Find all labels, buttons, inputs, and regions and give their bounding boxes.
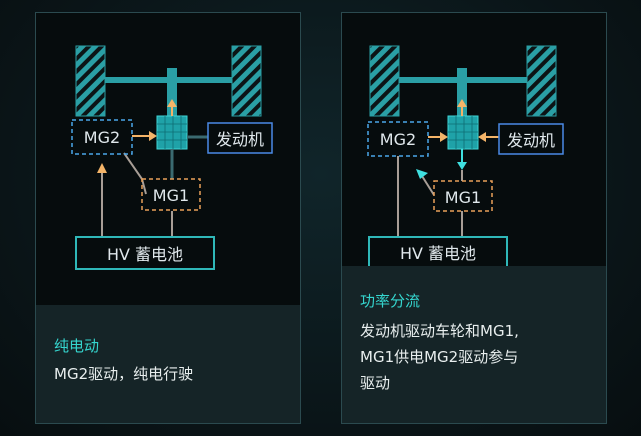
gear-to-mg1-arrowhead [457, 162, 467, 170]
powertrain-diagram-right: MG2 发动机 MG1 HV 蓄电池 [367, 45, 564, 266]
panel-pure-electric: MG2 发动机 MG1 HV 蓄电池 纯电动 MG2驱动，纯电行驶 [35, 12, 301, 424]
mode-description-left-1: MG2驱动，纯电行驶 [54, 365, 194, 383]
mode-title-left: 纯电动 [54, 337, 100, 355]
mode-description-right-2: MG1供电MG2驱动参与 [360, 348, 519, 366]
drive-shaft [457, 68, 467, 116]
battery-box [368, 236, 508, 266]
panel-footer-left: 纯电动 MG2驱动，纯电行驶 [36, 305, 300, 423]
panel-footer-right: 功率分流 发动机驱动车轮和MG1, MG1供电MG2驱动参与 驱动 [342, 266, 606, 423]
mg2-box [71, 119, 133, 155]
mg1-to-mg2-arrowhead [416, 169, 428, 179]
mg2-to-gear-arrowhead [440, 132, 448, 142]
mg2-to-gear-arrowhead [149, 131, 157, 141]
wheel-left [75, 45, 106, 117]
engine-box [207, 122, 273, 154]
battery-box [75, 236, 215, 270]
wheel-left [369, 45, 400, 117]
mg1-box [433, 180, 493, 212]
battery-label: HV 蓄电池 [400, 244, 476, 263]
mode-description-right-1: 发动机驱动车轮和MG1, [360, 322, 519, 340]
flow-arrowhead-up [167, 99, 177, 107]
mg2-box [367, 121, 429, 157]
engine-label: 发动机 [507, 131, 555, 150]
flow-arrowhead-up [457, 99, 467, 107]
battery-label: HV 蓄电池 [107, 245, 183, 264]
mg1-box [141, 178, 201, 211]
engine-label: 发动机 [216, 130, 264, 149]
drive-shaft [167, 68, 177, 116]
mg2-label: MG2 [380, 130, 416, 149]
gear-unit [156, 115, 188, 150]
mg1-label: MG1 [445, 188, 481, 207]
powertrain-diagram-left: MG2 发动机 MG1 HV 蓄电池 [71, 45, 273, 270]
mode-description-right-3: 驱动 [360, 374, 391, 392]
gear-unit [447, 115, 479, 150]
panel-power-split: MG2 发动机 MG1 HV 蓄电池 功率分流 发动机驱动车轮和MG1, MG1… [341, 12, 607, 424]
mg1-to-mg2-line [421, 175, 435, 196]
mode-title-right: 功率分流 [360, 292, 421, 310]
wheel-right [526, 45, 557, 117]
battery-to-mg2-arrowhead [97, 163, 107, 173]
mg1-label: MG1 [153, 186, 189, 205]
wheel-right [231, 45, 262, 117]
mg2-label: MG2 [84, 128, 120, 147]
engine-box [498, 123, 564, 155]
engine-to-gear-arrowhead [478, 132, 486, 142]
